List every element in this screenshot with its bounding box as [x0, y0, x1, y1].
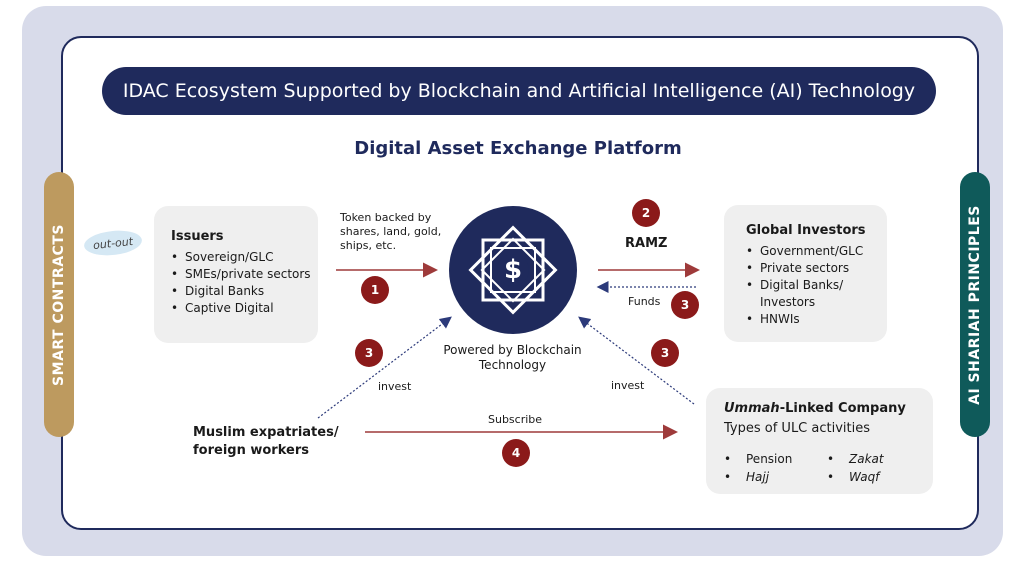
invest-left-label: invest — [378, 380, 412, 393]
issuers-title: Issuers — [171, 229, 224, 244]
step-badge-2: 2 — [632, 199, 660, 227]
step-badge-4: 4 — [502, 439, 530, 467]
token-label: Token backed by shares, land, gold, ship… — [340, 211, 442, 252]
diagram-title: IDAC Ecosystem Supported by Blockchain a… — [102, 67, 936, 115]
muslim-expatriates-label: Muslim expatriates/ foreign workers — [193, 425, 339, 458]
ramz-label: RAMZ — [625, 236, 668, 251]
ulc-types-label: Types of ULC activities — [724, 421, 871, 436]
list-item: Digital Banks — [171, 283, 311, 300]
list-item-text: Hajj — [746, 470, 770, 484]
list-item: Hajj — [724, 468, 792, 486]
list-item-text: Waqf — [849, 470, 880, 484]
list-item: SMEs/private sectors — [171, 266, 311, 283]
ummah-title: Ummah-Linked Company — [724, 401, 906, 416]
issuers-box: Issuers Sovereign/GLC SMEs/private secto… — [154, 206, 318, 343]
list-item: Private sectors — [746, 260, 881, 277]
list-item: Government/GLC — [746, 243, 881, 260]
ulc-list-right: Zakat Waqf — [827, 450, 884, 486]
list-item: Captive Digital — [171, 300, 311, 317]
step-badge-3-funds: 3 — [671, 291, 699, 319]
investors-list: Government/GLC Private sectors Digital B… — [746, 243, 881, 328]
subscribe-label: Subscribe — [488, 413, 543, 426]
investors-title: Global Investors — [746, 223, 866, 238]
global-investors-box: Global Investors Government/GLC Private … — [724, 205, 887, 342]
invest-right-label: invest — [611, 379, 645, 392]
step-badge-1: 1 — [361, 276, 389, 304]
ummah-title-rest: -Linked Company — [779, 401, 906, 416]
list-item-text: Zakat — [849, 452, 884, 466]
dollar-symbol: $ — [503, 255, 523, 285]
ummah-linked-box: Ummah-Linked Company Types of ULC activi… — [706, 388, 933, 494]
issuers-list: Sovereign/GLC SMEs/private sectors Digit… — [171, 249, 311, 317]
diagram-title-text: IDAC Ecosystem Supported by Blockchain a… — [122, 80, 916, 102]
ai-shariah-bar: AI SHARIAH PRINCIPLES — [960, 172, 990, 437]
invest-left-arrow — [317, 316, 452, 419]
step-badge-3-left: 3 — [355, 339, 383, 367]
list-item: HNWIs — [746, 311, 881, 328]
list-item: Sovereign/GLC — [171, 249, 311, 266]
ummah-title-italic: Ummah — [724, 401, 780, 416]
powered-by-label: Powered by Blockchain Technology — [443, 343, 582, 372]
blockchain-coin-icon: $ — [449, 206, 577, 334]
smart-contracts-bar: SMART CONTRACTS — [44, 172, 74, 437]
star-dollar-icon — [468, 225, 558, 315]
list-item: Zakat — [827, 450, 884, 468]
list-item: Waqf — [827, 468, 884, 486]
ulc-list-left: Pension Hajj — [724, 450, 792, 486]
list-item: Pension — [724, 450, 792, 468]
list-item: Digital Banks/ Investors — [746, 277, 881, 311]
platform-subtitle: Digital Asset Exchange Platform — [354, 138, 682, 159]
step-badge-3-right: 3 — [651, 339, 679, 367]
funds-label: Funds — [628, 295, 661, 308]
